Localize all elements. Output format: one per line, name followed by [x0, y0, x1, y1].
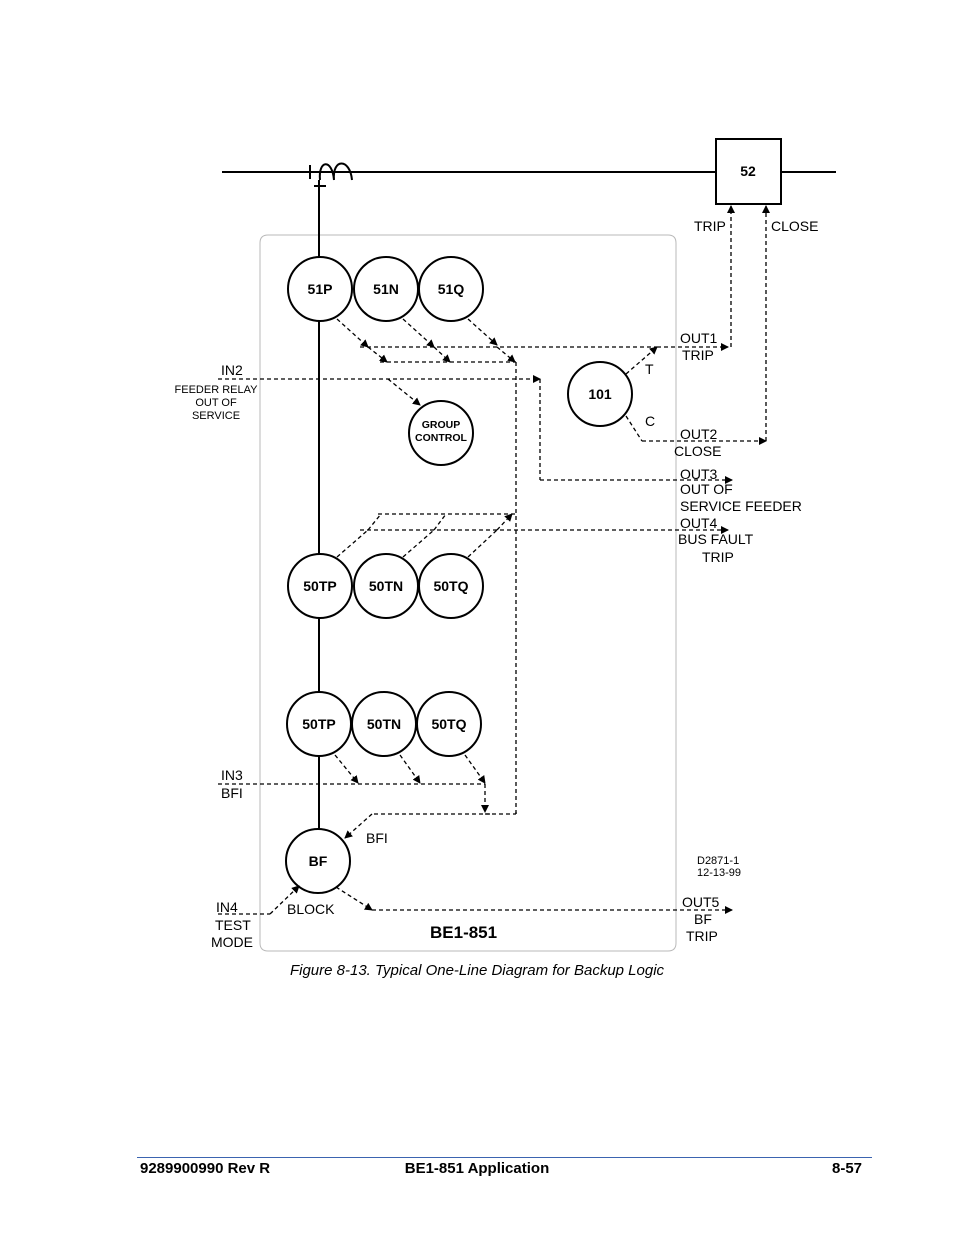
svg-text:50TQ: 50TQ	[433, 578, 468, 594]
svg-text:101: 101	[588, 386, 612, 402]
output-out4: OUT4 BUS FAULT TRIP	[678, 515, 754, 565]
svg-text:TRIP: TRIP	[682, 347, 714, 363]
relay-50tn-b: 50TN	[351, 691, 417, 757]
row1-logic	[336, 318, 729, 814]
svg-text:C: C	[645, 413, 655, 429]
drawing-date: 12-13-99	[697, 867, 741, 879]
svg-text:TEST: TEST	[215, 917, 251, 933]
svg-text:TRIP: TRIP	[686, 928, 718, 944]
output-out1: OUT1 TRIP	[680, 330, 718, 363]
figure-caption: Figure 8-13. Typical One-Line Diagram fo…	[289, 962, 665, 979]
svg-text:TRIP: TRIP	[702, 549, 734, 565]
current-transformer	[309, 162, 353, 257]
svg-text:50TN: 50TN	[367, 716, 401, 732]
row2-logic	[336, 513, 729, 558]
footer-doc-number: 9289900990 Rev R	[140, 1160, 271, 1177]
svg-text:SERVICE: SERVICE	[192, 410, 240, 422]
svg-text:CONTROL: CONTROL	[415, 432, 467, 444]
svg-text:OUT1: OUT1	[680, 330, 718, 346]
svg-text:SERVICE FEEDER: SERVICE FEEDER	[680, 498, 802, 514]
relay-enclosure	[259, 234, 677, 952]
svg-text:51P: 51P	[308, 281, 333, 297]
svg-text:51Q: 51Q	[438, 281, 465, 297]
svg-text:CLOSE: CLOSE	[674, 443, 721, 459]
device-name: BE1-851	[430, 923, 497, 942]
svg-text:BFI: BFI	[366, 830, 388, 846]
svg-text:OUT OF: OUT OF	[195, 397, 237, 409]
relay-50tq-b: 50TQ	[416, 691, 482, 757]
drawing-id: D2871-1	[697, 855, 739, 867]
trip-arrow-label: TRIP	[694, 218, 726, 234]
relay-50tp-a: 50TP	[287, 553, 353, 619]
close-arrow-label: CLOSE	[771, 218, 818, 234]
svg-text:OUT5: OUT5	[682, 894, 720, 910]
row3-logic	[218, 754, 517, 839]
svg-text:OUT OF: OUT OF	[680, 481, 733, 497]
svg-text:BF: BF	[694, 911, 712, 927]
relay-51q: 51Q	[418, 256, 484, 322]
relay-50tq-a: 50TQ	[418, 553, 484, 619]
svg-text:OUT4: OUT4	[680, 515, 718, 531]
input-in3: IN3 BFI	[221, 767, 243, 801]
svg-text:GROUP: GROUP	[422, 419, 461, 431]
svg-text:BLOCK: BLOCK	[287, 901, 335, 917]
svg-text:OUT3: OUT3	[680, 466, 718, 482]
breaker-52	[715, 138, 782, 205]
breaker-label: 52	[740, 163, 756, 179]
footer-rule	[137, 1157, 872, 1158]
svg-text:IN2: IN2	[221, 362, 243, 378]
output-out2: OUT2 CLOSE	[674, 426, 721, 459]
svg-text:51N: 51N	[373, 281, 399, 297]
svg-text:50TP: 50TP	[302, 716, 335, 732]
svg-text:FEEDER RELAY: FEEDER RELAY	[175, 384, 259, 396]
svg-text:MODE: MODE	[211, 934, 253, 950]
output-out5: OUT5 BF TRIP	[682, 894, 720, 944]
input-in4: IN4 TEST MODE BLOCK	[211, 885, 335, 950]
svg-text:BFI: BFI	[221, 785, 243, 801]
relay-50tp-b: 50TP	[286, 691, 352, 757]
svg-text:T: T	[645, 361, 654, 377]
svg-text:BUS FAULT: BUS FAULT	[678, 531, 754, 547]
svg-text:IN3: IN3	[221, 767, 243, 783]
group-control: GROUP CONTROL	[408, 400, 474, 466]
relay-51n: 51N	[353, 256, 419, 322]
input-in2: IN2 FEEDER RELAY OUT OF SERVICE	[175, 362, 733, 484]
svg-text:50TP: 50TP	[303, 578, 336, 594]
svg-text:OUT2: OUT2	[680, 426, 718, 442]
relay-50tn-a: 50TN	[353, 553, 419, 619]
footer-page-number: 8-57	[832, 1160, 863, 1177]
svg-text:BF: BF	[309, 853, 328, 869]
relay-51p: 51P	[287, 256, 353, 322]
footer-title: BE1-851 Application	[404, 1160, 550, 1177]
svg-text:50TN: 50TN	[369, 578, 403, 594]
output-out3: OUT3 OUT OF SERVICE FEEDER	[680, 466, 802, 514]
svg-text:50TQ: 50TQ	[431, 716, 466, 732]
relay-bf: BF BFI	[285, 828, 733, 914]
relay-101: 101 T C	[567, 346, 767, 445]
svg-text:IN4: IN4	[216, 899, 238, 915]
